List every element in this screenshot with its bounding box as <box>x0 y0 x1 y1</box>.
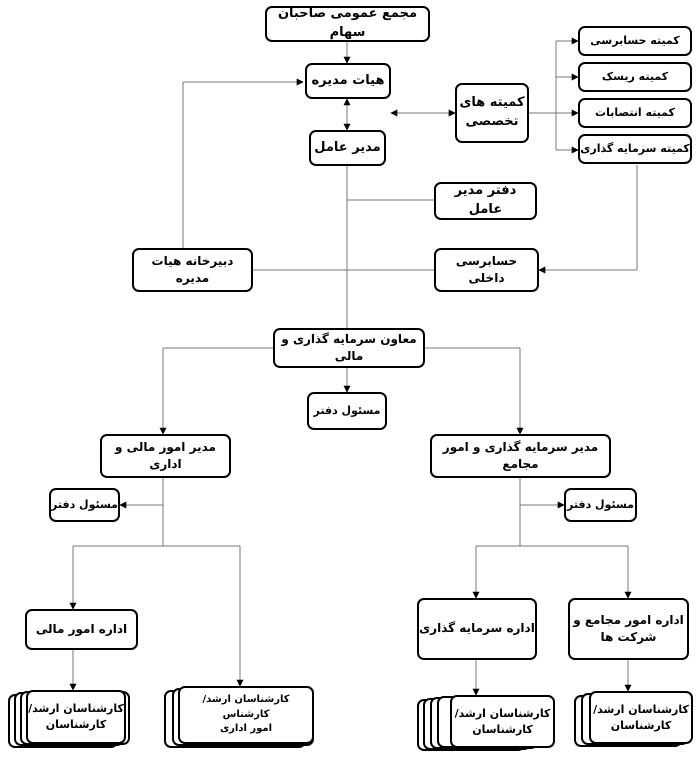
finance-admin-manager-label: مدیر امور مالی و اداری <box>115 439 216 471</box>
finance-office-manager-box: مسئول دفتر <box>49 488 120 522</box>
deputy-office-manager-box: مسئول دفتر <box>307 392 387 430</box>
finance-department-box: اداره امور مالی <box>25 609 138 650</box>
appointments-committee-box: کمیته انتصابات <box>578 98 692 128</box>
specialized-committees-label: کمیته های تخصصی <box>459 95 525 129</box>
ceo-office-label: دفتر مدیر عامل <box>454 183 517 217</box>
investment-affairs-manager-label: مدیر سرمایه گذاری و امور مجامع <box>442 439 599 471</box>
investment-experts-label: کارشناسان ارشد/ کارشناسان <box>454 706 551 736</box>
finance-office-manager-label: مسئول دفتر <box>51 498 118 512</box>
investment-affairs-manager-box: مدیر سرمایه گذاری و امور مجامع <box>430 434 611 478</box>
audit-committee-label: کمیته حسابرسی <box>590 34 680 48</box>
board-box: هیات مدیره <box>305 63 391 99</box>
investment-department-box: اداره سرمایه گذاری <box>417 598 537 660</box>
assemblies-companies-department-label: اداره امور مجامع و شرکت ها <box>573 612 684 644</box>
ceo-label: مدیر عامل <box>314 139 381 155</box>
board-label: هیات مدیره <box>311 72 385 88</box>
internal-audit-box: حسابرسی داخلی <box>434 248 539 292</box>
assembly-box: مجمع عمومی صاحبان سهام <box>265 6 430 42</box>
board-secretariat-label: دبیرخانه هیات مدیره <box>151 253 234 285</box>
investment-experts-box: کارشناسان ارشد/ کارشناسان <box>450 695 555 748</box>
risk-committee-box: کمیته ریسک <box>578 62 692 92</box>
deputy-investment-finance-box: معاون سرمایه گذاری و مالی <box>273 328 425 368</box>
investment-office-manager-label: مسئول دفتر <box>567 498 634 512</box>
ceo-box: مدیر عامل <box>309 130 386 166</box>
investment-committee-box: کمیته سرمایه گذاری <box>578 134 692 164</box>
investment-department-label: اداره سرمایه گذاری <box>419 621 535 636</box>
finance-experts-box: کارشناسان ارشد/ کارشناسان <box>26 690 126 744</box>
internal-audit-label: حسابرسی داخلی <box>455 253 518 285</box>
appointments-committee-label: کمیته انتصابات <box>595 106 675 120</box>
assemblies-companies-department-box: اداره امور مجامع و شرکت ها <box>568 598 689 660</box>
specialized-committees-box: کمیته های تخصصی <box>455 83 529 143</box>
finance-experts-label: کارشناسان ارشد/ کارشناسان <box>28 702 124 731</box>
board-secretariat-box: دبیرخانه هیات مدیره <box>132 248 253 292</box>
companies-experts-box: کارشناسان ارشد/ کارشناسان <box>589 691 693 744</box>
finance-admin-manager-box: مدیر امور مالی و اداری <box>100 434 231 478</box>
ceo-office-box: دفتر مدیر عامل <box>434 182 537 220</box>
audit-committee-box: کمیته حسابرسی <box>578 26 692 56</box>
assembly-label: مجمع عمومی صاحبان سهام <box>277 6 418 40</box>
admin-experts-label: کارشناسان ارشد/ کارشناس امور اداری <box>202 694 290 735</box>
admin-experts-box: کارشناسان ارشد/ کارشناس امور اداری <box>178 686 314 744</box>
investment-committee-label: کمیته سرمایه گذاری <box>580 142 690 156</box>
deputy-investment-finance-label: معاون سرمایه گذاری و مالی <box>281 331 417 363</box>
companies-experts-label: کارشناسان ارشد/ کارشناسان <box>593 702 689 732</box>
finance-department-label: اداره امور مالی <box>35 621 128 636</box>
investment-office-manager-box: مسئول دفتر <box>564 488 637 522</box>
deputy-office-manager-label: مسئول دفتر <box>313 404 381 418</box>
risk-committee-label: کمیته ریسک <box>601 70 669 84</box>
